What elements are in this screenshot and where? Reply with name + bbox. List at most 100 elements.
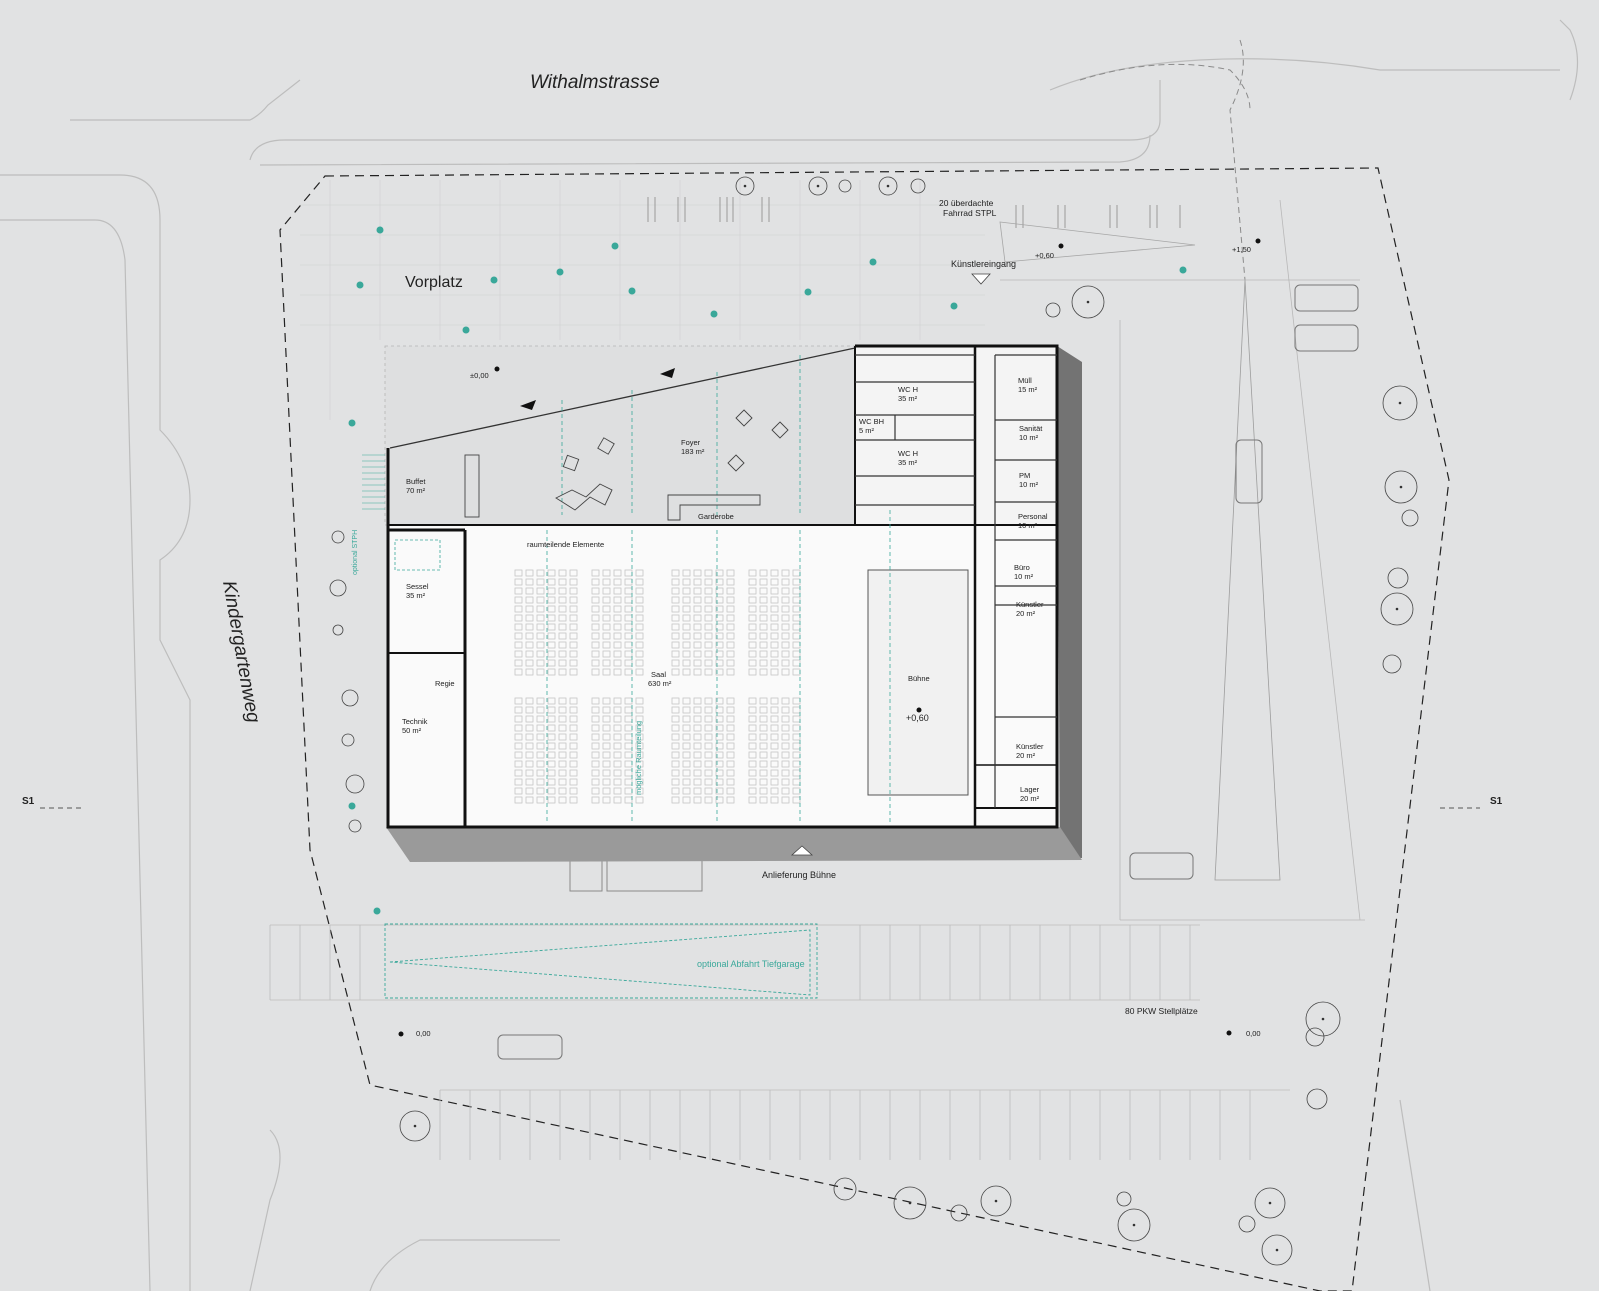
seat bbox=[759, 569, 768, 577]
level-sw: 0,00 bbox=[416, 1029, 431, 1038]
seat bbox=[693, 596, 702, 604]
room-wc-h2-name: WC H bbox=[898, 449, 918, 458]
seat bbox=[671, 760, 680, 768]
seat bbox=[748, 706, 757, 714]
foyer-furniture bbox=[464, 409, 789, 521]
seat bbox=[635, 641, 644, 649]
seat bbox=[536, 641, 545, 649]
seat bbox=[759, 578, 768, 586]
seat bbox=[613, 632, 622, 640]
seat bbox=[591, 632, 600, 640]
seat bbox=[558, 778, 567, 786]
seat bbox=[770, 569, 779, 577]
seat bbox=[770, 668, 779, 676]
seat bbox=[525, 697, 534, 705]
room-wc-h2-area: 35 m² bbox=[898, 458, 918, 467]
seat bbox=[613, 787, 622, 795]
seat bbox=[770, 605, 779, 613]
seat bbox=[525, 706, 534, 714]
seat bbox=[613, 569, 622, 577]
seat bbox=[715, 569, 724, 577]
optional-stph-label: optional STPH bbox=[352, 530, 359, 575]
seat bbox=[514, 787, 523, 795]
seat bbox=[671, 596, 680, 604]
seat bbox=[525, 623, 534, 631]
seat bbox=[635, 733, 644, 741]
seat bbox=[635, 760, 644, 768]
seat bbox=[748, 623, 757, 631]
seat bbox=[715, 751, 724, 759]
seat bbox=[781, 578, 790, 586]
seat bbox=[602, 724, 611, 732]
room-buffet-area: 70 m² bbox=[406, 486, 426, 495]
seat bbox=[547, 569, 556, 577]
seat bbox=[569, 697, 578, 705]
seat bbox=[602, 596, 611, 604]
room-kuenstler1-area: 20 m² bbox=[1016, 609, 1036, 618]
seat bbox=[726, 697, 735, 705]
seat bbox=[671, 751, 680, 759]
seat bbox=[514, 751, 523, 759]
seat bbox=[635, 742, 644, 750]
seat bbox=[514, 724, 523, 732]
seat bbox=[591, 742, 600, 750]
room-wc-h1-area: 35 m² bbox=[898, 394, 918, 403]
seat bbox=[602, 578, 611, 586]
seat bbox=[558, 724, 567, 732]
seat bbox=[558, 760, 567, 768]
seating bbox=[514, 569, 801, 804]
seat bbox=[635, 715, 644, 723]
seat bbox=[558, 742, 567, 750]
seat bbox=[536, 578, 545, 586]
property-boundary bbox=[279, 167, 1450, 1291]
seat bbox=[726, 596, 735, 604]
seat bbox=[682, 587, 691, 595]
seat bbox=[591, 587, 600, 595]
seat bbox=[536, 751, 545, 759]
seat bbox=[624, 742, 633, 750]
seat bbox=[726, 578, 735, 586]
seat bbox=[514, 632, 523, 640]
seat bbox=[514, 641, 523, 649]
seat bbox=[748, 733, 757, 741]
seat bbox=[624, 706, 633, 714]
seat bbox=[569, 596, 578, 604]
seat bbox=[569, 587, 578, 595]
seat bbox=[759, 715, 768, 723]
seat bbox=[591, 596, 600, 604]
seat bbox=[613, 706, 622, 714]
seat bbox=[671, 697, 680, 705]
seat bbox=[558, 587, 567, 595]
seat bbox=[558, 697, 567, 705]
room-pm-area: 10 m² bbox=[1019, 480, 1039, 489]
seat bbox=[569, 659, 578, 667]
seat bbox=[536, 742, 545, 750]
seat bbox=[547, 605, 556, 613]
seat bbox=[759, 623, 768, 631]
seat bbox=[715, 796, 724, 804]
seat bbox=[547, 760, 556, 768]
seat bbox=[693, 650, 702, 658]
seat bbox=[558, 787, 567, 795]
seat bbox=[759, 641, 768, 649]
seat bbox=[693, 605, 702, 613]
seat bbox=[569, 605, 578, 613]
room-saal-area: 630 m² bbox=[648, 679, 672, 688]
seat bbox=[748, 614, 757, 622]
seat bbox=[613, 715, 622, 723]
seat bbox=[726, 760, 735, 768]
seat bbox=[613, 733, 622, 741]
seat bbox=[726, 751, 735, 759]
garage-label: optional Abfahrt Tiefgarage bbox=[697, 959, 805, 969]
seat bbox=[726, 796, 735, 804]
seat bbox=[602, 614, 611, 622]
seat bbox=[569, 668, 578, 676]
seat bbox=[748, 605, 757, 613]
seat bbox=[613, 796, 622, 804]
room-technik-name: Technik bbox=[402, 717, 428, 726]
seat bbox=[525, 742, 534, 750]
seat bbox=[525, 760, 534, 768]
seat bbox=[671, 796, 680, 804]
seat bbox=[613, 587, 622, 595]
seat bbox=[759, 614, 768, 622]
